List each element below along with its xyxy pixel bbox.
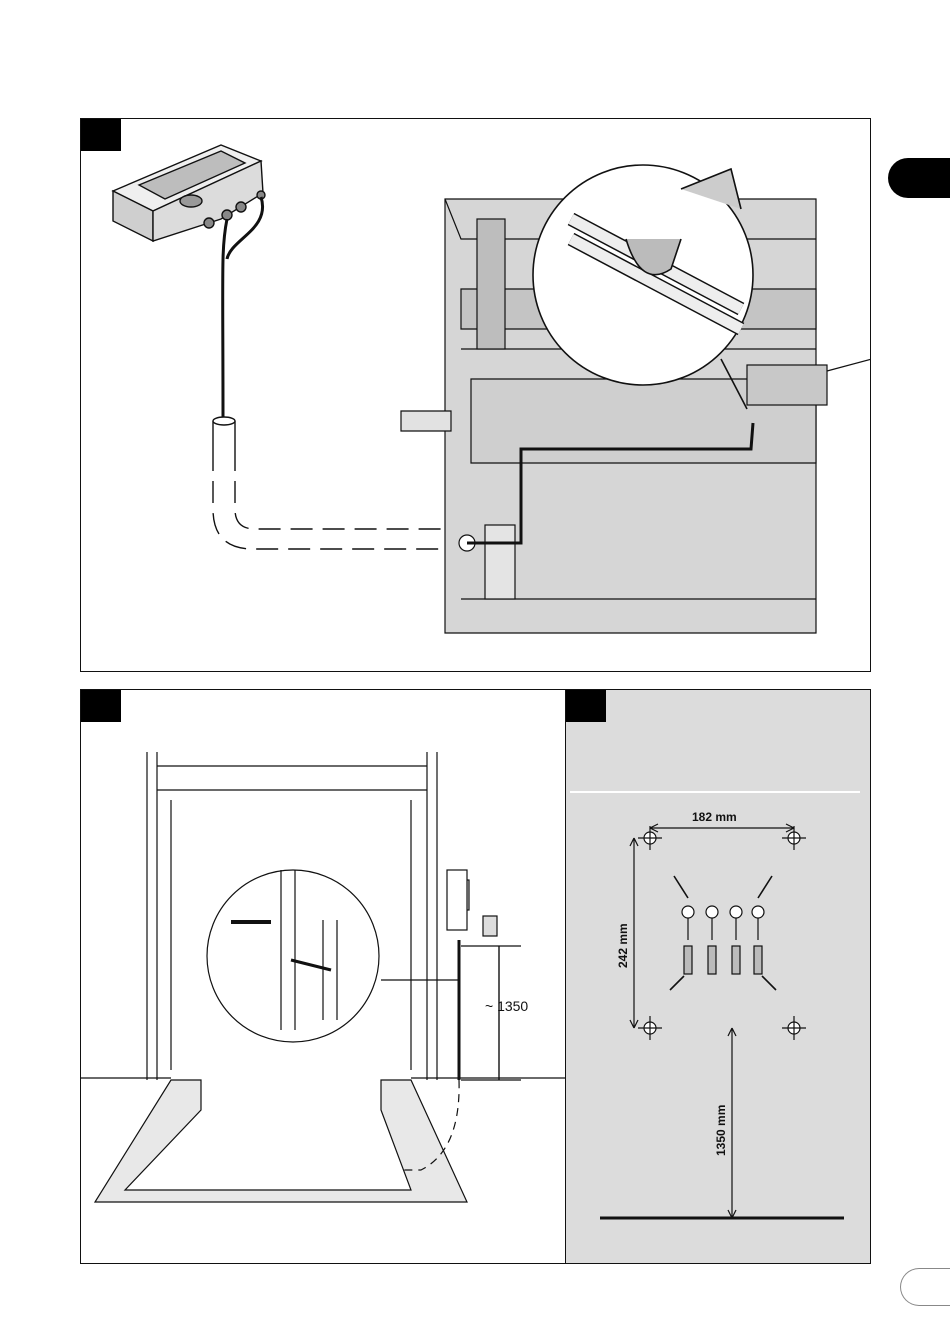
language-tab-marker bbox=[888, 158, 950, 198]
drilling-template-illustration bbox=[566, 690, 871, 1264]
cable-conduit bbox=[213, 417, 461, 549]
mounting-illustration bbox=[81, 690, 566, 1264]
control-unit bbox=[113, 145, 265, 241]
figure-panel-wiring bbox=[80, 118, 871, 672]
horizontal-spacing-label: 182 mm bbox=[692, 810, 737, 824]
drill-hole-marks bbox=[638, 826, 806, 1040]
page-corner-marker bbox=[900, 1268, 950, 1306]
screws-and-plugs bbox=[670, 876, 776, 990]
wiring-illustration bbox=[81, 119, 871, 672]
mount-height-label: 1350 mm bbox=[714, 1105, 728, 1156]
figure-panel-drilling-template: 182 mm 242 mm 1350 mm bbox=[565, 689, 871, 1264]
vertical-spacing-label: 242 mm bbox=[616, 923, 630, 968]
figure-panel-mounting: ~ 1350 bbox=[80, 689, 566, 1264]
height-label: ~ 1350 bbox=[485, 998, 528, 1014]
